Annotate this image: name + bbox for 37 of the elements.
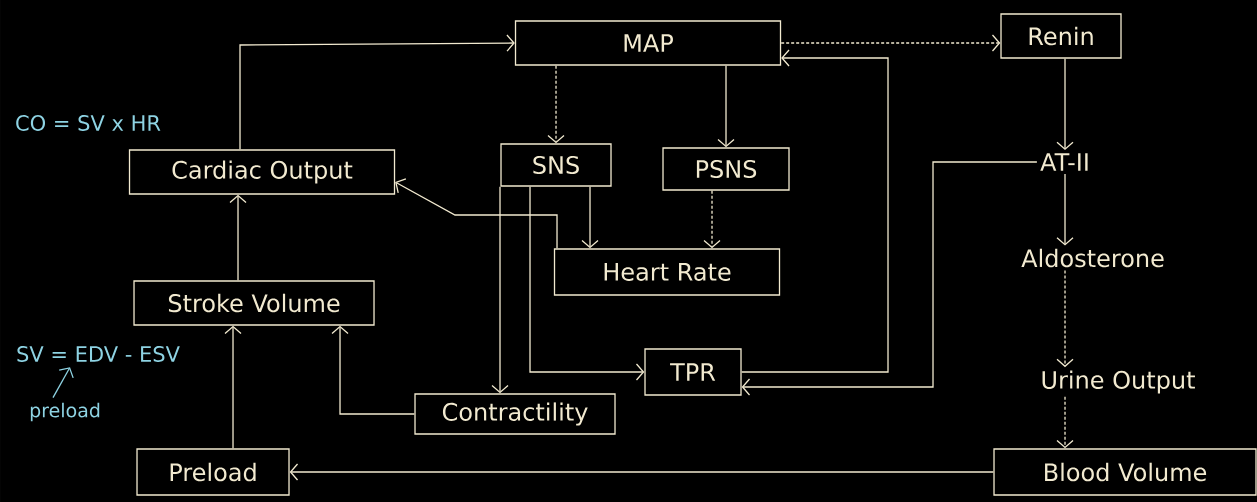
dashed-arrow [703,190,721,249]
dashed-arrow [1056,269,1074,368]
label-box: Blood Volume [993,448,1257,496]
node-label: Urine Output [1042,370,1195,394]
dashed-arrow [780,34,1001,52]
arrow [741,161,1038,396]
label-box: SNS [500,143,612,187]
arrow [289,463,994,481]
node-label: Aldosterone [1021,248,1164,268]
arrow [529,186,645,381]
node-label: AT-II [1040,153,1088,171]
label-box: Contractility [414,393,616,435]
label-box: Cardiac Output [128,149,396,195]
dashed-arrow [547,65,565,144]
label-box: Stroke Volume [133,280,375,326]
equation: CO = SV x HR [16,115,161,131]
equation: SV = EDV - ESV [17,346,180,362]
label-box: Preload [136,448,290,496]
node-label: preload [30,402,100,422]
arrow [239,34,515,150]
arrow [229,194,247,281]
label-box: PSNS [662,147,790,191]
label-box: TPR [644,348,742,396]
arrow [741,49,889,373]
label-box: Heart Rate [553,248,781,296]
arrow [224,325,242,449]
arrow [1056,173,1074,246]
dashed-arrow [1056,396,1074,449]
label-box: MAP [514,20,782,66]
arrow [52,367,74,399]
arrow [717,65,735,148]
arrow [331,325,415,415]
label-box: Renin [1000,13,1122,59]
arrow [395,178,558,249]
arrow [581,186,599,249]
arrow [491,186,509,394]
arrow [1056,58,1074,151]
